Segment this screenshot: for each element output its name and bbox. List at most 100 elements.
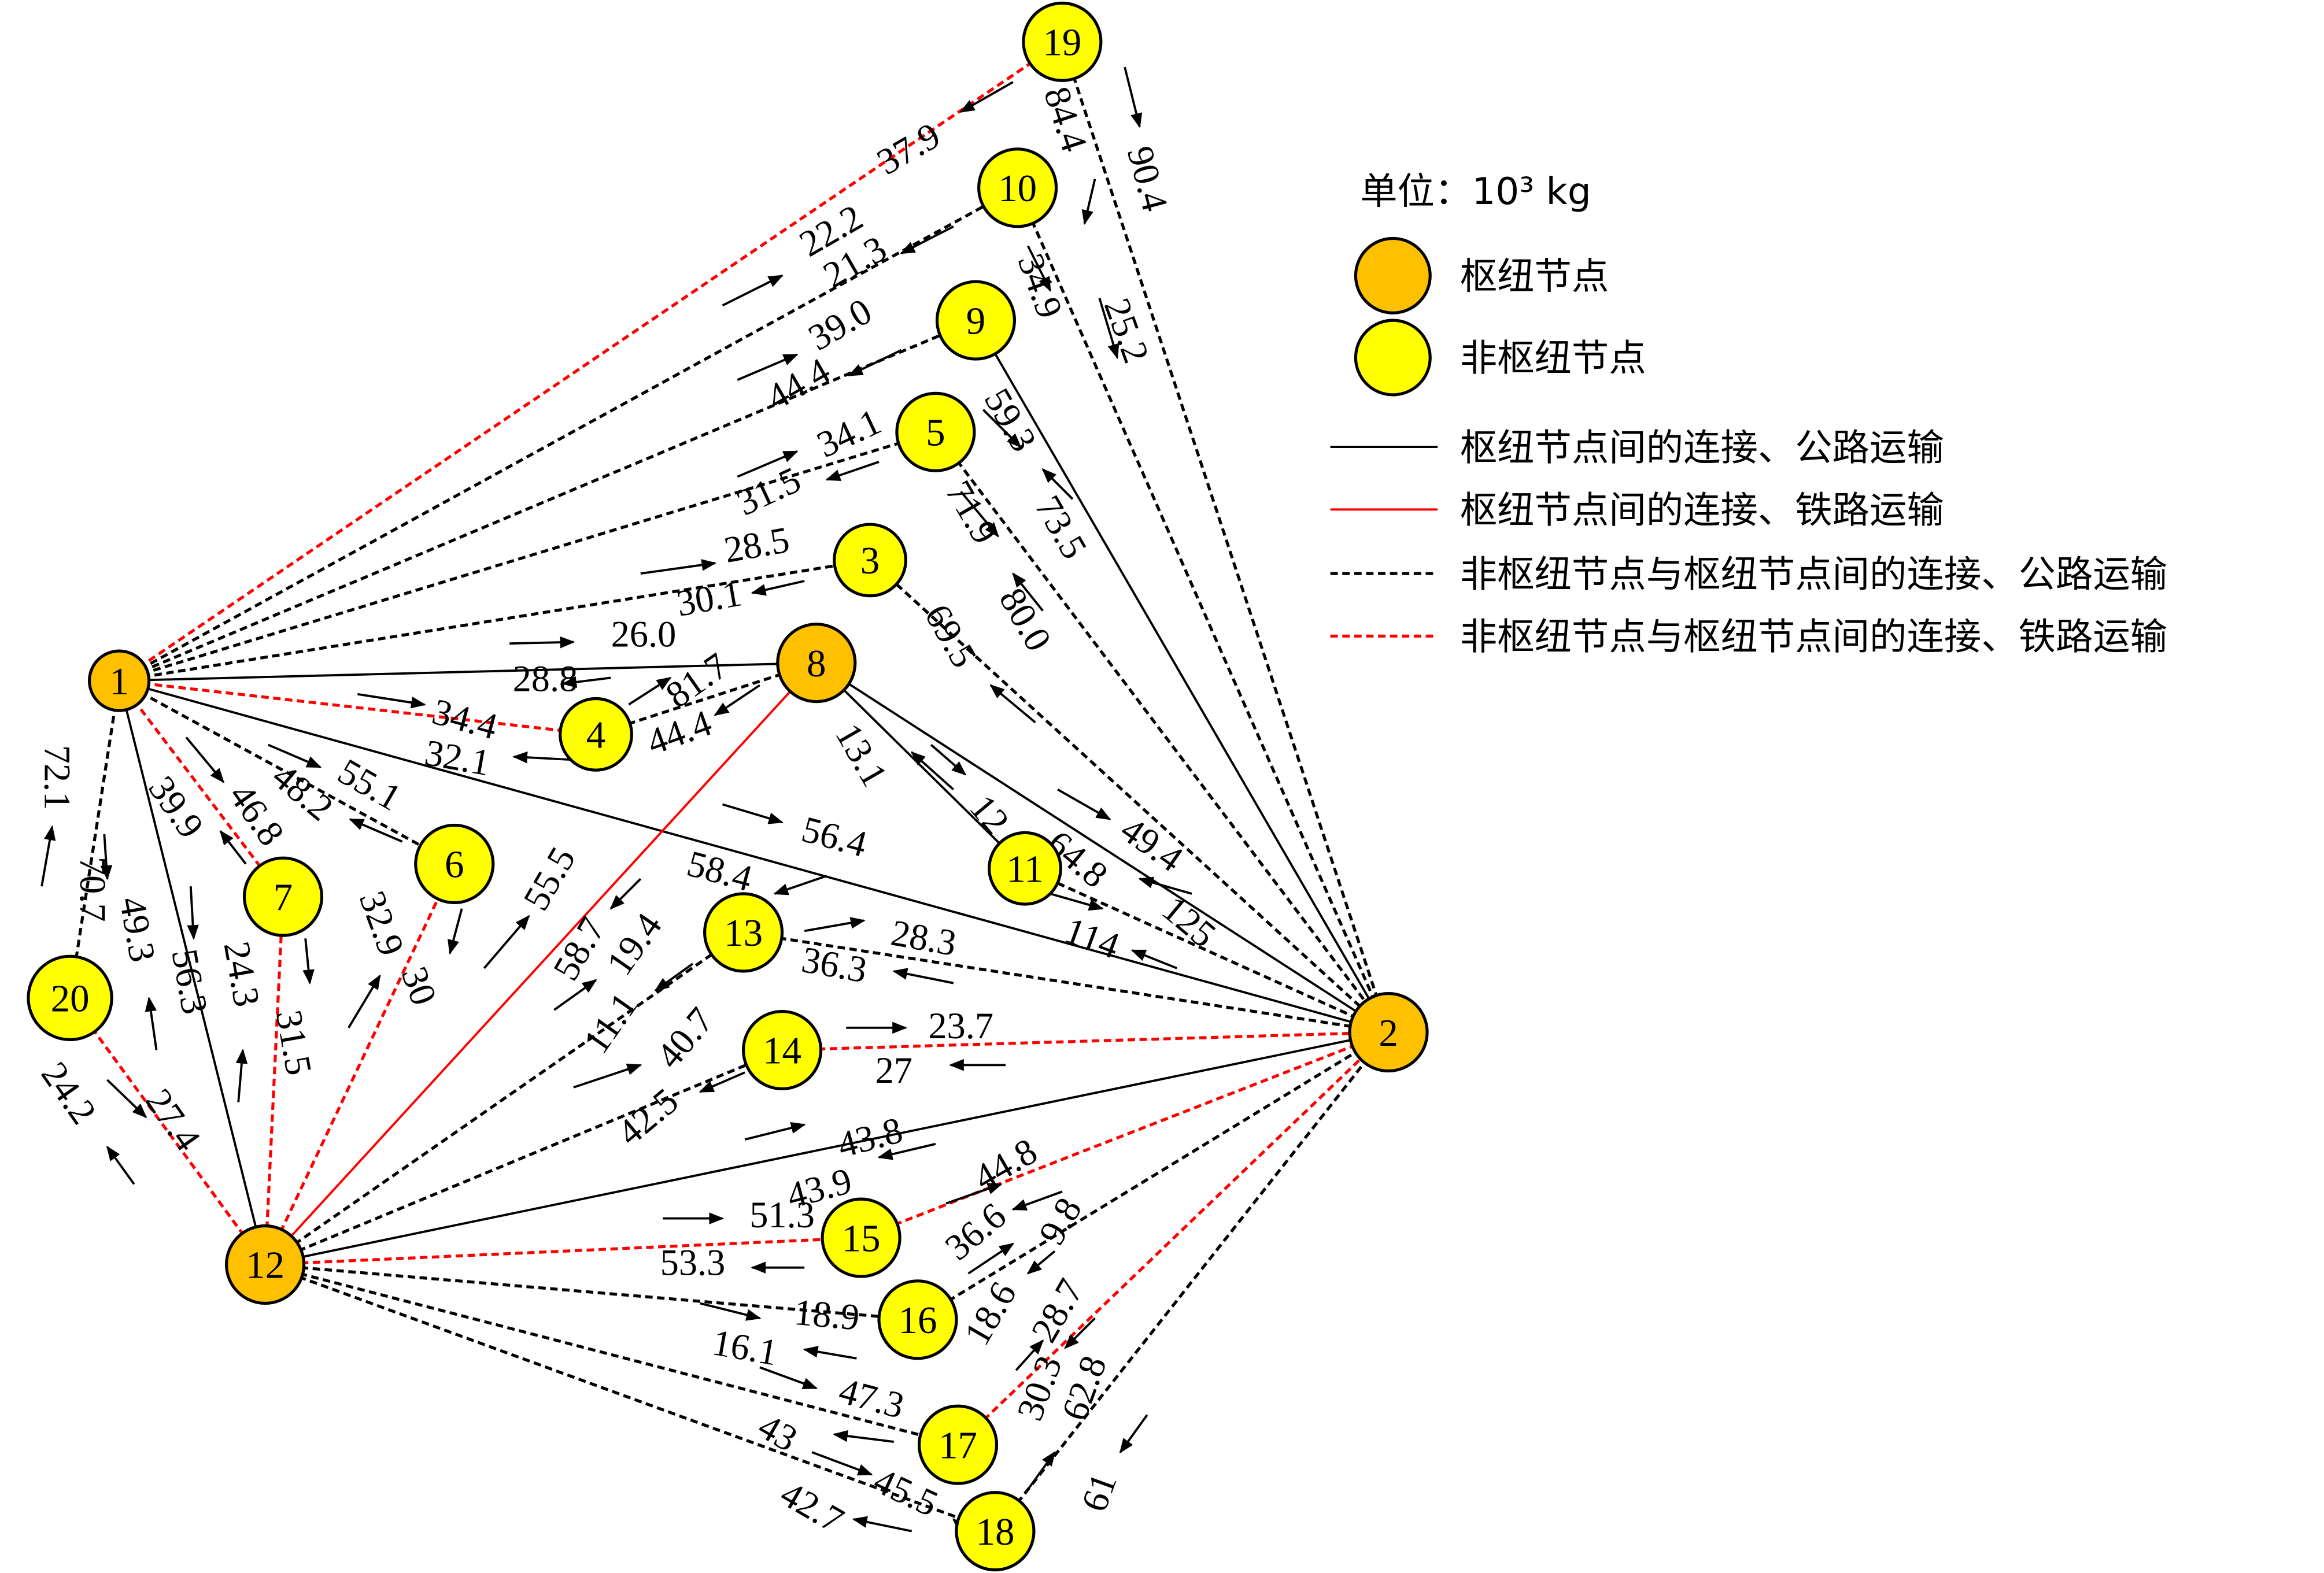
edge-12-15 xyxy=(265,1236,862,1267)
flow-arrow-icon xyxy=(1124,66,1143,128)
legend-hub-swatch xyxy=(1354,236,1432,314)
edge-1-6 xyxy=(118,679,456,865)
flow-label: 55.5 xyxy=(515,840,583,917)
flow-label: 39.9 xyxy=(141,769,212,846)
flow-arrow-icon xyxy=(609,878,642,910)
flow-arrow-icon xyxy=(1050,893,1104,911)
flow-arrow-icon xyxy=(967,1242,1015,1275)
edge-13-2 xyxy=(743,931,1389,1034)
edge-8-2 xyxy=(815,662,1390,1034)
legend-hub-rail-label: 枢纽节点间的连接、铁路运输 xyxy=(1460,488,1944,532)
node-label: 12 xyxy=(246,1244,285,1287)
flow-arrow-icon xyxy=(235,1048,248,1102)
nonhub-node-circle xyxy=(703,892,784,973)
node-label: 9 xyxy=(966,299,985,342)
node-11: 11 xyxy=(988,831,1062,906)
flow-label: 43.8 xyxy=(833,1109,907,1166)
node-1: 1 xyxy=(88,649,151,712)
flow-label: 114 xyxy=(1059,909,1125,967)
legend-hub-label: 枢纽节点 xyxy=(1460,255,1609,298)
flow-arrow-icon xyxy=(722,803,784,824)
flow-label: 30.1 xyxy=(674,572,745,624)
flow-arrow-icon xyxy=(960,491,999,538)
nonhub-node-circle xyxy=(977,147,1058,228)
node-label: 18 xyxy=(976,1511,1014,1553)
node-label: 1 xyxy=(109,660,128,703)
flow-label: 56.3 xyxy=(164,946,215,1017)
flow-arrow-icon xyxy=(811,1451,873,1476)
flow-label: 11.1 xyxy=(575,985,645,1061)
legend-hub-road-label: 枢纽节点间的连接、公路运输 xyxy=(1460,426,1944,469)
legend-nonhub-label: 非枢纽节点 xyxy=(1460,337,1646,380)
flow-arrow-icon xyxy=(185,736,225,783)
flow-arrow-icon xyxy=(744,1122,806,1141)
flow-label: 47.3 xyxy=(835,1370,908,1427)
flow-arrow-icon xyxy=(219,830,247,865)
node-14: 14 xyxy=(741,1009,823,1091)
edge-16-2 xyxy=(917,1031,1390,1322)
flow-label: 61 xyxy=(1073,1468,1125,1517)
node-label: 19 xyxy=(1043,21,1081,64)
edge-12-7 xyxy=(264,897,285,1265)
node-20: 20 xyxy=(27,954,113,1042)
edge-10-2 xyxy=(1016,187,1390,1033)
flow-arrow-icon xyxy=(722,275,784,307)
flow-arrow-icon xyxy=(900,225,954,254)
flow-label: 12 xyxy=(962,787,1017,842)
flow-label: 42.7 xyxy=(774,1473,851,1541)
flow-label: 125 xyxy=(1155,888,1224,955)
flow-arrow-icon xyxy=(759,1366,818,1390)
edge-1-4 xyxy=(119,679,596,736)
flow-label: 69.5 xyxy=(917,597,985,674)
edge-15-2 xyxy=(860,1031,1390,1239)
flow-label: 80.0 xyxy=(991,581,1059,658)
nonhub-node-circle xyxy=(833,523,907,598)
edge-9-2 xyxy=(974,320,1390,1033)
flow-arrow-icon xyxy=(628,676,672,706)
flow-arrow-icon xyxy=(357,693,426,709)
edge-14-2 xyxy=(782,1031,1389,1052)
flow-label: 44.8 xyxy=(967,1130,1044,1198)
flow-label: 59.3 xyxy=(977,382,1045,458)
flow-label: 27 xyxy=(875,1050,912,1091)
flow-label: 73.5 xyxy=(1027,488,1095,565)
flow-arrow-icon xyxy=(553,979,597,1011)
flow-label: 58.7 xyxy=(545,910,613,987)
node-15: 15 xyxy=(821,1197,901,1278)
node-12: 12 xyxy=(225,1224,306,1305)
flow-arrow-icon xyxy=(561,676,611,689)
flow-label: 26.0 xyxy=(611,613,677,654)
edge-8-12 xyxy=(264,662,818,1265)
nonhub-node-circle xyxy=(741,1009,823,1091)
nonhub-node-circle xyxy=(917,1404,999,1485)
flow-label: 90.4 xyxy=(1119,142,1176,216)
flow-arrow-icon xyxy=(989,684,1036,724)
flow-arrow-icon xyxy=(483,915,530,969)
edge-1-8 xyxy=(119,661,816,682)
flow-arrow-icon xyxy=(1026,245,1052,292)
flow-arrow-icon xyxy=(833,1430,895,1443)
flow-label: 37.9 xyxy=(870,114,947,183)
flow-arrow-icon xyxy=(509,636,575,649)
node-7: 7 xyxy=(242,856,324,937)
node-10: 10 xyxy=(977,147,1058,228)
edge-12-14 xyxy=(264,1049,783,1266)
flow-arrow-icon xyxy=(1057,788,1111,820)
flow-label: 28.7 xyxy=(1023,1272,1091,1349)
edge-12-18 xyxy=(264,1263,996,1533)
flow-label: 40.7 xyxy=(648,1000,722,1076)
edge-12-20 xyxy=(69,997,267,1266)
flow-label: 30 xyxy=(393,961,445,1011)
flow-arrow-icon xyxy=(930,743,967,776)
flow-arrow-icon xyxy=(1098,297,1119,359)
flow-arrow-icon xyxy=(1026,1250,1056,1275)
flow-arrow-icon xyxy=(848,349,902,377)
flow-arrow-icon xyxy=(737,353,799,381)
flow-arrow-icon xyxy=(1012,572,1044,612)
hub-node-circle xyxy=(776,623,857,704)
edge-1-20 xyxy=(68,680,121,998)
flow-label: 23.7 xyxy=(928,1005,993,1046)
flow-label: 13.1 xyxy=(827,716,896,793)
node-label: 16 xyxy=(899,1299,937,1342)
flow-arrow-icon xyxy=(1081,178,1096,225)
